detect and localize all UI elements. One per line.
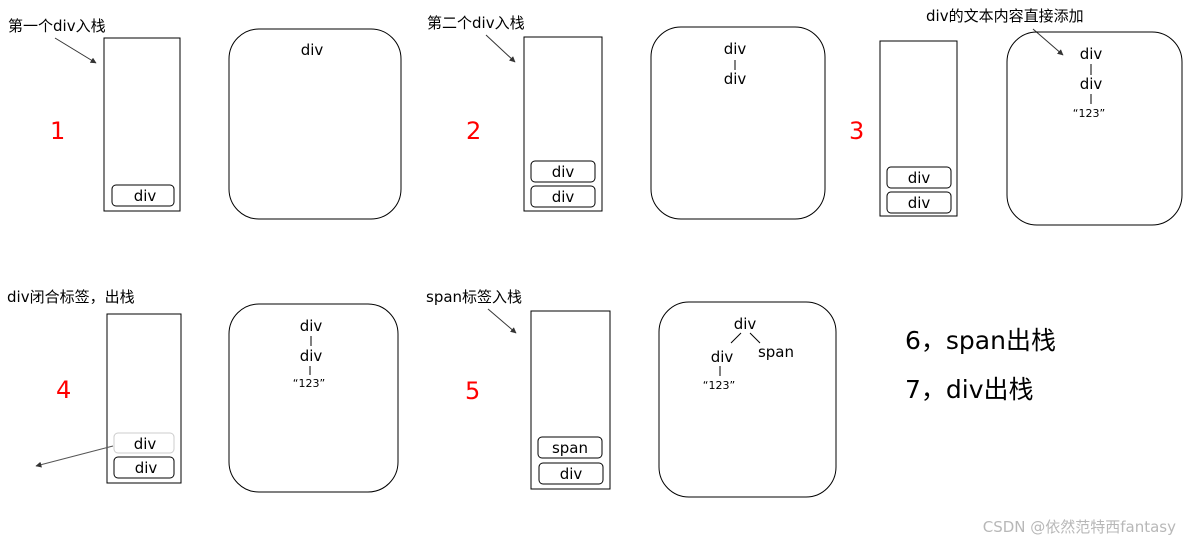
panel-5-stack-item <box>537 436 603 459</box>
panel-4-node-child: div <box>300 347 323 365</box>
panel-4-popped-item-label: div <box>134 435 157 453</box>
panel-4: div闭合标签，出栈 4 div div div div “123” <box>7 288 399 493</box>
panel-3-caption: div的文本内容直接添加 <box>926 7 1084 25</box>
panel-2: 第二个div入栈 2 div div div div <box>427 14 826 220</box>
panel-2-node-child: div <box>724 70 747 88</box>
panel-5-edge-left <box>730 332 742 344</box>
panel-5-stack-item <box>538 462 604 485</box>
panel-2-stack-item <box>530 185 596 208</box>
panel-4-number: 4 <box>56 376 71 404</box>
panel-2-caption: 第二个div入栈 <box>427 14 525 32</box>
panel-2-stack-item <box>530 160 596 183</box>
panel-4-pop-arrow <box>35 445 114 468</box>
panel-4-caption: div闭合标签，出栈 <box>7 288 135 306</box>
panel-2-stack <box>523 36 603 212</box>
panel-3-stack-item-label: div <box>908 169 931 187</box>
step-note-7: 7，div出栈 <box>905 375 1034 404</box>
panel-3-arrow <box>1032 28 1064 56</box>
panel-1-stack-item <box>111 184 175 207</box>
panel-2-stack-item-label: div <box>552 163 575 181</box>
panel-4-stack <box>106 313 182 484</box>
step-note-6: 6，span出栈 <box>905 326 1056 355</box>
panel-3-stack-item-label: div <box>908 194 931 212</box>
panel-3-node-child: div <box>1080 75 1103 93</box>
panel-5-stack-item-label: span <box>552 439 588 457</box>
panel-2-stack-item-label: div <box>552 188 575 206</box>
panel-1-stack <box>103 37 181 212</box>
watermark: CSDN @依然范特西fantasy <box>983 518 1176 536</box>
panel-5-number: 5 <box>465 377 480 405</box>
panel-1-arrow <box>54 37 97 64</box>
panel-5-node-child-left: div <box>711 348 734 366</box>
panel-1: 第一个div入栈 1 div div <box>8 17 402 220</box>
panel-2-number: 2 <box>466 117 481 145</box>
panel-4-popped-item <box>113 432 175 454</box>
panel-5-stack-item-label: div <box>560 465 583 483</box>
panel-1-stack-item-label: div <box>134 187 157 205</box>
panel-4-stack-item-label: div <box>135 459 158 477</box>
panel-1-node-root: div <box>301 41 324 59</box>
panel-4-tree-box <box>228 303 399 493</box>
panel-4-stack-item <box>113 456 175 479</box>
panel-3-stack <box>879 40 958 217</box>
panel-1-tree-box <box>228 28 402 220</box>
panel-5-arrow <box>487 308 517 334</box>
panel-5-node-root: div <box>734 315 757 333</box>
panel-5-edge-right <box>749 332 761 344</box>
panel-3-tree-box <box>1006 31 1183 226</box>
panel-5-caption: span标签入栈 <box>426 288 522 306</box>
panel-3-node-text: “123” <box>1073 107 1105 120</box>
panel-2-arrow <box>485 34 516 63</box>
panel-3-stack-item <box>886 166 952 189</box>
panel-5-node-text: “123” <box>703 379 735 392</box>
panel-3-number: 3 <box>849 117 864 145</box>
panel-5-tree-box <box>658 301 837 498</box>
panel-1-number: 1 <box>50 117 65 145</box>
panel-5-node-child-right: span <box>758 343 794 361</box>
panel-3-node-root: div <box>1080 45 1103 63</box>
panel-2-node-root: div <box>724 40 747 58</box>
panel-5: span标签入栈 5 span div div div span “123” <box>426 288 837 498</box>
panel-4-node-root: div <box>300 317 323 335</box>
panel-2-tree-box <box>650 26 826 220</box>
panel-5-stack <box>530 310 611 490</box>
panel-3: div的文本内容直接添加 3 div div div div “123” <box>849 7 1183 226</box>
panel-4-node-text: “123” <box>293 377 325 390</box>
panel-3-stack-item <box>886 191 952 214</box>
panel-1-caption: 第一个div入栈 <box>8 17 106 35</box>
